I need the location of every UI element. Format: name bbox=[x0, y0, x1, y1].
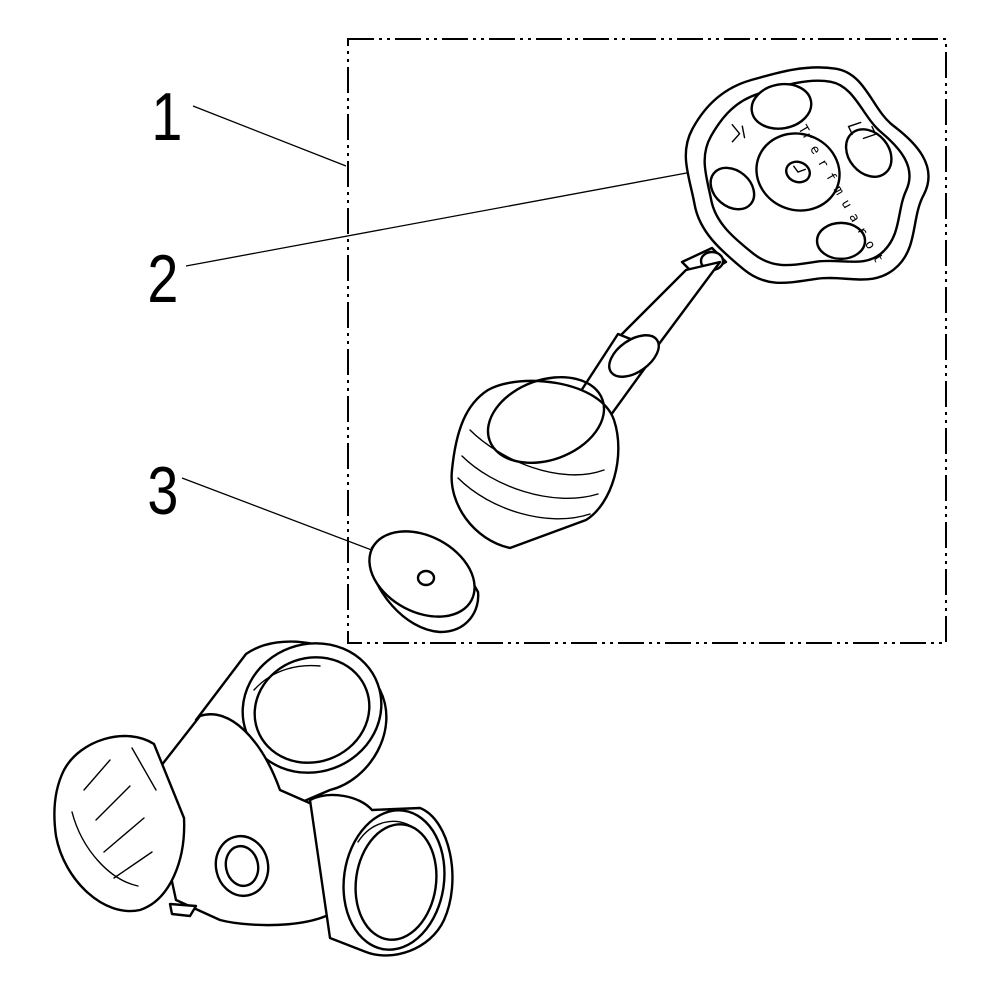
valve-spindle bbox=[450, 246, 728, 550]
callout-3-label: 3 bbox=[147, 454, 178, 529]
valve-body bbox=[53, 640, 454, 957]
leader-line-3 bbox=[181, 477, 399, 561]
callout-2-label: 2 bbox=[147, 242, 178, 317]
assembly-frame bbox=[347, 38, 947, 644]
callout-1-label: 1 bbox=[151, 80, 182, 155]
handwheel: Tr e r f m u a r o t bbox=[684, 66, 930, 285]
leader-line-2 bbox=[185, 171, 693, 267]
washer-disc bbox=[368, 530, 480, 634]
leader-line-1 bbox=[192, 105, 347, 167]
